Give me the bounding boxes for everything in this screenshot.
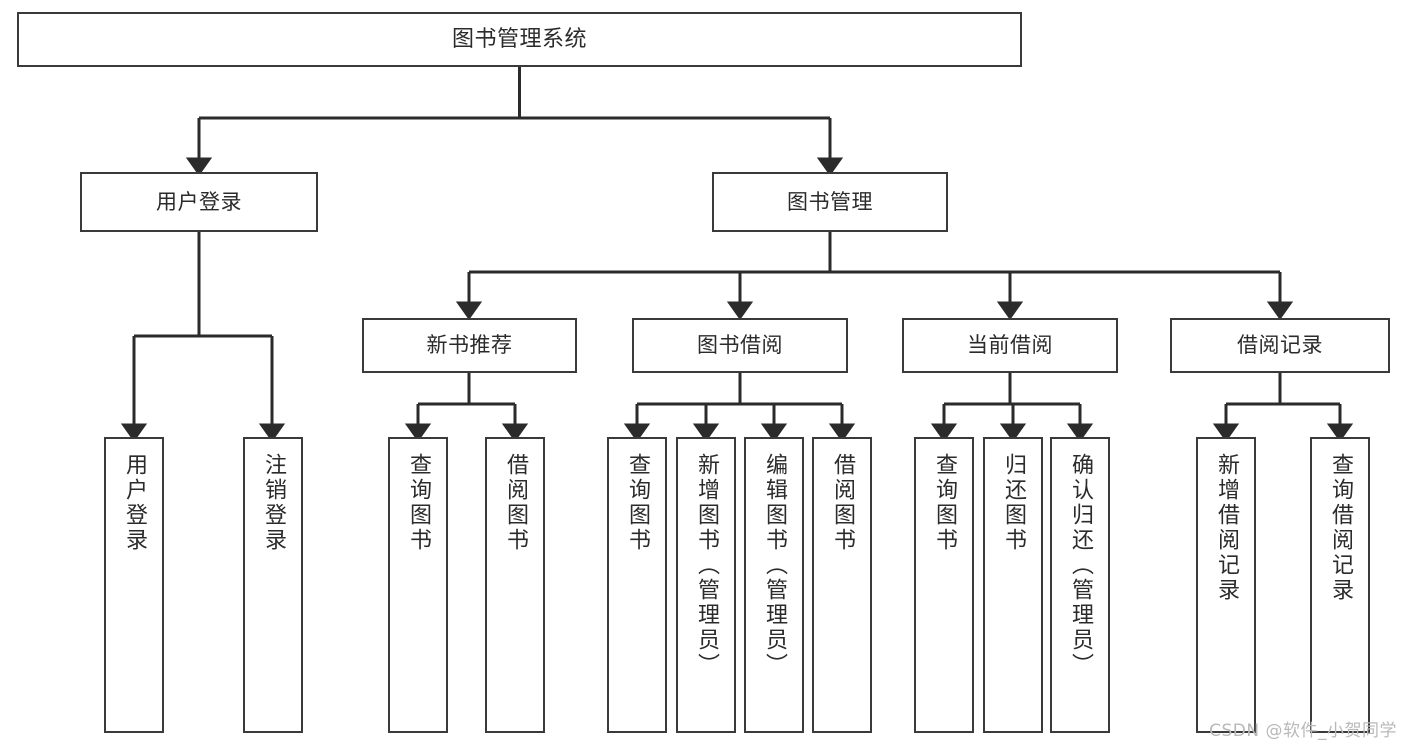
leaf-user-login-1[interactable]: 注销登录 <box>243 437 303 733</box>
leaf-new-books-0[interactable]: 查询图书 <box>388 437 448 733</box>
csdn-watermark: CSDN @软件_小贺同学 <box>1209 721 1397 741</box>
node-label: 查询借阅记录 <box>1328 453 1353 603</box>
node-label: 用户登录 <box>122 453 147 553</box>
node-label: 查询图书 <box>406 453 431 553</box>
node-root-system[interactable]: 图书管理系统 <box>17 12 1022 67</box>
node-borrow-records[interactable]: 借阅记录 <box>1170 318 1390 373</box>
leaf-current-0[interactable]: 查询图书 <box>914 437 974 733</box>
leaf-records-1[interactable]: 查询借阅记录 <box>1310 437 1370 733</box>
leaf-borrow-3[interactable]: 借阅图书 <box>812 437 872 733</box>
node-label: 图书借阅 <box>697 333 783 358</box>
node-label: 图书管理 <box>787 189 873 214</box>
node-book-borrow[interactable]: 图书借阅 <box>632 318 848 373</box>
node-label: 用户登录 <box>156 189 242 214</box>
node-book-management[interactable]: 图书管理 <box>712 172 948 232</box>
leaf-borrow-1[interactable]: 新增图书（管理员） <box>676 437 736 733</box>
node-label: 查询图书 <box>932 453 957 553</box>
node-label: 新书推荐 <box>426 333 513 358</box>
node-label: 图书管理系统 <box>451 26 587 52</box>
node-new-book-recommend[interactable]: 新书推荐 <box>362 318 577 373</box>
leaf-new-books-1[interactable]: 借阅图书 <box>485 437 545 733</box>
node-label: 当前借阅 <box>967 333 1053 358</box>
leaf-current-2[interactable]: 确认归还（管理员） <box>1050 437 1110 733</box>
leaf-current-1[interactable]: 归还图书 <box>983 437 1043 733</box>
node-label: 新增借阅记录 <box>1214 453 1239 603</box>
node-label: 编辑图书（管理员） <box>762 453 787 678</box>
leaf-borrow-0[interactable]: 查询图书 <box>607 437 667 733</box>
node-label: 借阅图书 <box>830 453 855 553</box>
leaf-borrow-2[interactable]: 编辑图书（管理员） <box>744 437 804 733</box>
node-user-login[interactable]: 用户登录 <box>80 172 318 232</box>
node-label: 确认归还（管理员） <box>1068 453 1093 678</box>
node-label: 新增图书（管理员） <box>694 453 719 678</box>
leaf-user-login-0[interactable]: 用户登录 <box>104 437 164 733</box>
node-current-borrow[interactable]: 当前借阅 <box>902 318 1118 373</box>
node-label: 查询图书 <box>625 453 650 553</box>
node-label: 注销登录 <box>261 453 286 553</box>
node-label: 归还图书 <box>1001 453 1026 553</box>
leaf-records-0[interactable]: 新增借阅记录 <box>1196 437 1256 733</box>
node-label: 借阅记录 <box>1237 333 1323 358</box>
node-label: 借阅图书 <box>503 453 528 553</box>
